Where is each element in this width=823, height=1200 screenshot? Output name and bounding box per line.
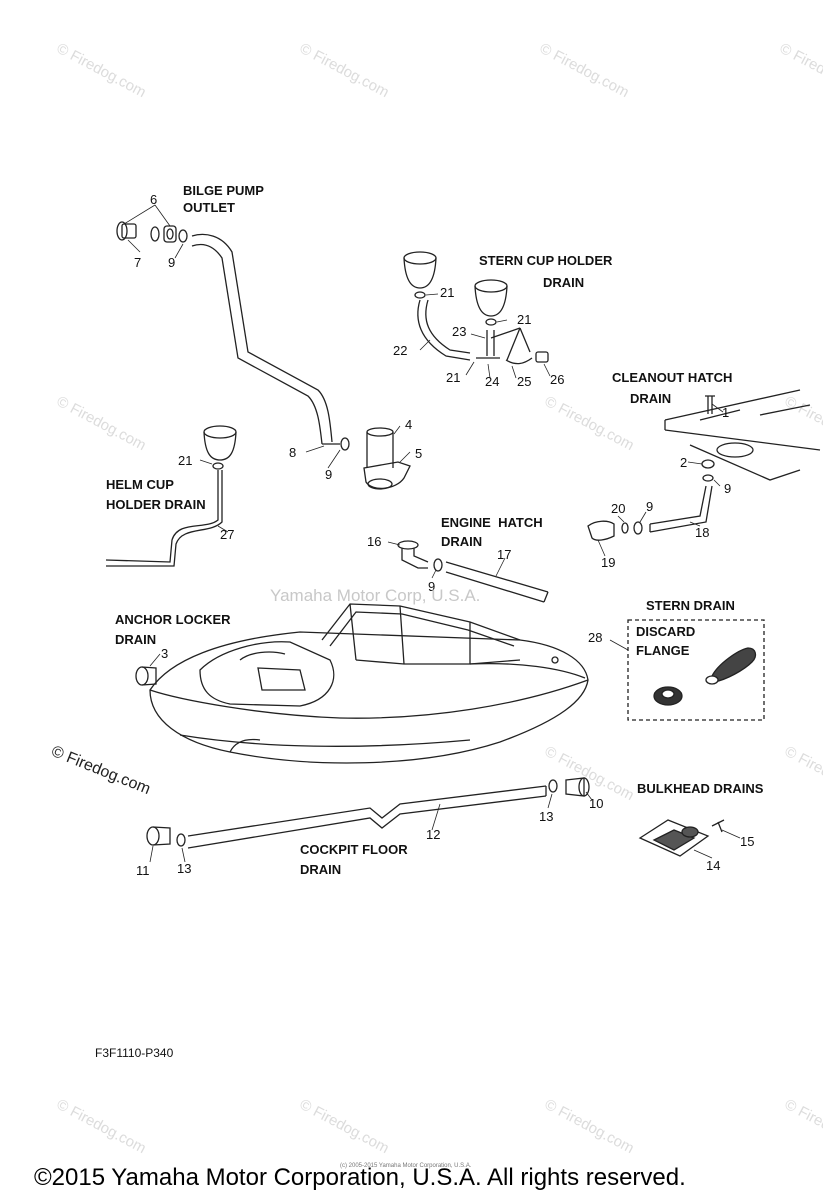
hose-17 bbox=[445, 561, 549, 603]
part-number: 21 bbox=[178, 453, 193, 468]
part-number: 11 bbox=[136, 863, 150, 878]
part-number: 28 bbox=[588, 630, 603, 645]
part-number: 26 bbox=[550, 372, 565, 387]
part-number: 21 bbox=[446, 370, 461, 385]
stern-cup-holder-1 bbox=[403, 251, 437, 299]
screw-1 bbox=[705, 395, 715, 414]
part-number: 4 bbox=[405, 417, 413, 432]
screw-15 bbox=[711, 819, 725, 833]
fitting-26 bbox=[535, 351, 549, 363]
clamp-9e bbox=[433, 558, 443, 572]
part-number: 3 bbox=[161, 646, 169, 661]
washer-2 bbox=[701, 459, 715, 469]
bilge-pump bbox=[363, 427, 411, 490]
part-number: 9 bbox=[724, 481, 732, 496]
part-number: 12 bbox=[426, 827, 441, 842]
helm-cup-holder bbox=[203, 425, 237, 470]
part-number: 17 bbox=[497, 547, 512, 562]
drain-16 bbox=[397, 540, 429, 569]
hose-22 bbox=[417, 299, 471, 361]
stern-drain-box bbox=[627, 619, 765, 721]
part-number: 21 bbox=[440, 285, 455, 300]
part-number: 16 bbox=[367, 534, 382, 549]
label-bulkhead-drains: BULKHEAD DRAINS bbox=[637, 781, 764, 796]
footer-copyright: ©2015 Yamaha Motor Corporation, U.S.A. A… bbox=[34, 1164, 686, 1191]
bilge-outlet-fitting-7 bbox=[116, 221, 137, 241]
gasket-6 bbox=[150, 226, 160, 242]
part-number: 6 bbox=[150, 192, 158, 207]
clamp-9 bbox=[178, 229, 188, 243]
part-number: 22 bbox=[393, 343, 408, 358]
part-number: 14 bbox=[706, 858, 721, 873]
flange-discard bbox=[653, 686, 683, 706]
part-number: 9 bbox=[168, 255, 176, 270]
clamp-13a bbox=[548, 779, 558, 793]
stern-drain-plug bbox=[705, 647, 757, 685]
washer-8 bbox=[702, 474, 714, 482]
part-number: 8 bbox=[289, 445, 297, 460]
clamp-9b bbox=[340, 437, 350, 451]
part-number: 10 bbox=[589, 796, 604, 811]
boat-hull bbox=[149, 603, 589, 764]
clamp-9c bbox=[633, 521, 643, 535]
part-number: 27 bbox=[220, 527, 235, 542]
part-number: 18 bbox=[695, 525, 710, 540]
part-number: 13 bbox=[177, 861, 192, 876]
clamp-13b bbox=[176, 833, 186, 847]
part-number: 23 bbox=[452, 324, 467, 339]
hose-12 bbox=[187, 785, 547, 849]
fitting-3 bbox=[135, 666, 157, 686]
part-number: 21 bbox=[517, 312, 532, 327]
part-number: 2 bbox=[680, 455, 688, 470]
fitting-11 bbox=[146, 826, 171, 846]
fitting-10 bbox=[565, 777, 590, 797]
part-number: 7 bbox=[134, 255, 142, 270]
elbow-19 bbox=[587, 520, 615, 541]
hose-8 bbox=[191, 233, 333, 443]
part-number: 9 bbox=[428, 579, 436, 594]
part-number: 5 bbox=[415, 446, 423, 461]
figure-code: F3F1110-P340 bbox=[95, 1046, 174, 1060]
small-copyright: (c) 2005-2015 Yamaha Motor Corporation, … bbox=[340, 1163, 472, 1169]
part-number: 9 bbox=[325, 467, 333, 482]
part-number: 24 bbox=[485, 374, 500, 389]
part-number: 9 bbox=[646, 499, 654, 514]
part-number: 1 bbox=[722, 405, 730, 420]
part-number: 19 bbox=[601, 555, 616, 570]
hose-18 bbox=[649, 485, 713, 533]
part-number: 15 bbox=[740, 834, 755, 849]
nut-6 bbox=[163, 225, 177, 243]
center-watermark: Yamaha Motor Corp, U.S.A. bbox=[270, 586, 481, 605]
part-number: 25 bbox=[517, 374, 532, 389]
cleanout-hatch-deck bbox=[664, 389, 821, 481]
bulkhead-drain-14 bbox=[638, 819, 710, 857]
part-number: 20 bbox=[611, 501, 626, 516]
stern-cup-holder-2 bbox=[474, 279, 508, 326]
part-number: 13 bbox=[539, 809, 554, 824]
hose-27 bbox=[105, 470, 219, 563]
washer-20 bbox=[621, 522, 629, 534]
label-stern-drain: STERN DRAIN bbox=[646, 598, 735, 613]
